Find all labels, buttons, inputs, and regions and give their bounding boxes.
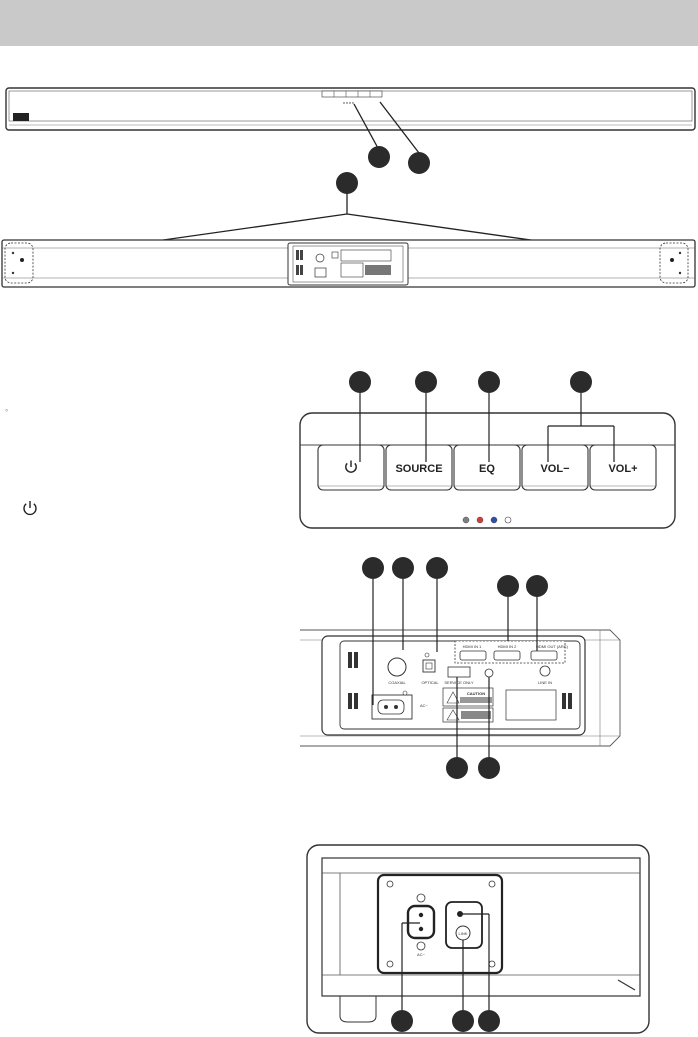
subwoofer-ac-label: AC~ (417, 952, 426, 957)
hdmi-in-2-label: HDMI IN 2 (498, 644, 517, 649)
service-label: SERVICE ONLY (444, 680, 474, 685)
soundbar-front-view (6, 88, 695, 174)
callout-17 (478, 1010, 500, 1032)
line-in-port (540, 666, 550, 676)
source-button-label: SOURCE (395, 463, 442, 475)
callout-13 (446, 757, 468, 779)
ac-label: AC~ (420, 703, 429, 708)
callout-1 (368, 146, 390, 168)
callout-7 (570, 371, 592, 393)
callout-11 (497, 575, 519, 597)
hdmi-in-1-label: HDMI IN 1 (463, 644, 482, 649)
indicator-blue (491, 517, 497, 523)
callout-6 (478, 371, 500, 393)
hdmi-out-label: HDMI OUT (ARC) (536, 644, 569, 649)
power-button[interactable] (318, 445, 384, 490)
callout-10 (426, 557, 448, 579)
service-port (448, 667, 470, 677)
vol-minus-button-label: VOL− (540, 463, 569, 475)
hdmi-bay: HDMI IN 1 HDMI IN 2 HDMI OUT (ARC) (455, 641, 569, 663)
optical-label: OPTICAL (421, 680, 439, 685)
eq-button-label: EQ (479, 463, 495, 475)
link-button-label: LINK (459, 931, 468, 936)
coaxial-label: COAXIAL (388, 680, 406, 685)
callout-16 (452, 1010, 474, 1032)
rear-connector-bay-small (288, 243, 408, 285)
callout-9 (392, 557, 414, 579)
callout-15 (391, 1010, 413, 1032)
panel-buttons: SOURCE EQ VOL− VOL+ (318, 445, 656, 490)
indicator-red (477, 517, 483, 523)
indicator-gray (463, 517, 469, 523)
callout-14 (478, 757, 500, 779)
callout-5 (415, 371, 437, 393)
subwoofer-diagram: AC~ LINK (307, 845, 649, 1033)
vol-plus-button-label: VOL+ (608, 463, 637, 475)
control-panel-diagram: SOURCE EQ VOL− VOL+ (300, 371, 675, 528)
rear-connector-diagram: COAXIAL OPTICAL AC~ HDMI IN 1 HDMI IN 2 … (300, 557, 620, 779)
subwoofer-link-area: LINK (446, 902, 482, 948)
callout-3 (336, 172, 358, 194)
hdmi-out-port (531, 651, 557, 660)
indicator-white (505, 517, 511, 523)
hdmi-in-1-port (460, 651, 486, 660)
soundbar-rear-view (2, 172, 695, 287)
top-button-strip (322, 91, 382, 97)
logo-badge (13, 113, 29, 121)
hdmi-in-2-port (494, 651, 520, 660)
callout-8 (362, 557, 384, 579)
callout-2 (408, 152, 430, 174)
callout-12 (526, 575, 548, 597)
coaxial-port (388, 658, 406, 676)
callout-4 (349, 371, 371, 393)
caution-label: CAUTION (467, 691, 485, 696)
line-in-label: LINE IN (538, 680, 552, 685)
